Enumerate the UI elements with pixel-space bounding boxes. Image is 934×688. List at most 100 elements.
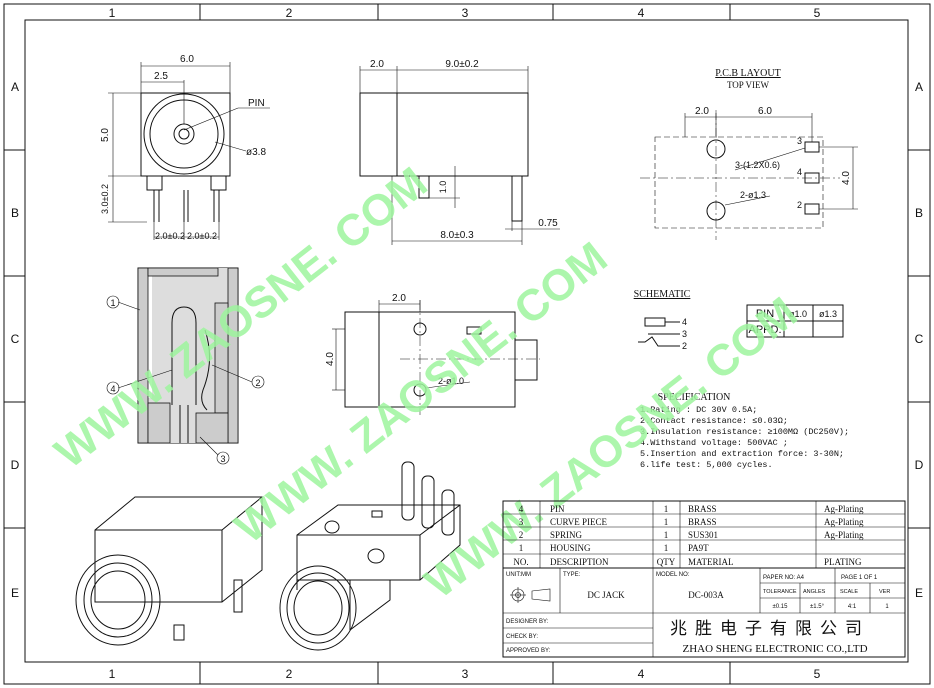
pcb-hole: 2-ø1.3 xyxy=(740,190,766,200)
bom-cell: 3 xyxy=(519,517,524,527)
bom-cell: Ag-Plating xyxy=(824,504,864,514)
bom-cell: 1 xyxy=(664,530,669,540)
bottom-dim-2: 4.0 xyxy=(325,352,336,366)
spec-title: SPECIFICATION xyxy=(658,392,731,403)
pin-label: PIN xyxy=(248,98,265,109)
row-label: C xyxy=(915,332,924,346)
bom-cell: SPRING xyxy=(550,530,583,540)
bom-cell: 1 xyxy=(664,504,669,514)
pin-table-header: PIN xyxy=(756,308,774,320)
col-label: 3 xyxy=(462,6,469,20)
title-block: UNIT:MM TYPE: DC JACK MODEL NO: DC-003A … xyxy=(502,567,906,658)
angles-label: ANGLES xyxy=(803,589,826,595)
schematic: SCHEMATIC 4 3 2 xyxy=(634,289,691,351)
pin-table-row-label: APPD. xyxy=(748,324,781,336)
pcb-pin: 4 xyxy=(797,167,802,177)
bom-cell: 1 xyxy=(664,543,669,553)
check-label: CHECK BY: xyxy=(506,634,538,640)
pin-table-header: ø1.0 xyxy=(789,309,807,319)
spec-item: 2.Contact resistance: ≤0.03Ω; xyxy=(640,416,788,426)
type-label: TYPE: xyxy=(563,572,581,578)
watermarks: WWW. ZAOSNE. COM WWW. ZAOSNE. COM WWW. Z… xyxy=(46,158,806,608)
pcb-slot: 3-(1.2X0.6) xyxy=(735,160,780,170)
col-label: 4 xyxy=(638,667,645,681)
model-label: MODEL NO: xyxy=(656,572,690,578)
dim-offset: 2.5 xyxy=(154,71,168,82)
zone-labels: 1 2 3 4 5 1 2 3 4 5 A B C D E A B C D E xyxy=(11,6,924,681)
bottom-view: 2.0 4.0 2-ø1.0 xyxy=(325,293,540,415)
schematic-pin: 4 xyxy=(682,317,687,327)
bom-header: MATERIAL xyxy=(688,557,734,567)
col-label: 2 xyxy=(286,667,293,681)
company-name-cn: 兆胜电子有限公司 xyxy=(670,619,870,638)
pin-table-header: ø1.3 xyxy=(819,309,837,319)
row-label: A xyxy=(11,80,19,94)
schematic-title: SCHEMATIC xyxy=(634,289,691,300)
row-label: E xyxy=(915,586,923,600)
spec-item: 6.life test: 5,000 cycles. xyxy=(640,460,773,470)
side-view: 2.0 9.0±0.2 1.0 8.0±0.3 0.75 xyxy=(359,59,560,245)
bom-cell: PA9T xyxy=(688,543,709,553)
row-label: B xyxy=(11,206,19,220)
bom-cell: Ag-Plating xyxy=(824,517,864,527)
col-label: 1 xyxy=(109,6,116,20)
bom-cell: HOUSING xyxy=(550,543,591,553)
dim-pitch: 2.0±0.2 xyxy=(187,231,217,241)
tolerance-label: TOLERANCE xyxy=(763,589,797,595)
company-name-en: ZHAO SHENG ELECTRONIC CO.,LTD xyxy=(682,643,867,655)
bottom-dim-1: 2.0 xyxy=(392,293,406,304)
bom-cell: Ag-Plating xyxy=(824,530,864,540)
dim-side-2: 9.0±0.2 xyxy=(445,59,479,70)
pcb-layout: P.C.B LAYOUT TOP VIEW 3 4 2 2.0 6.0 4.0 … xyxy=(640,68,858,240)
pcb-dim-1: 2.0 xyxy=(695,106,709,117)
col-label: 5 xyxy=(814,667,821,681)
model-value: DC-003A xyxy=(688,590,724,600)
spec-item: 3.Insulation resistance: ≥100MΩ (DC250V)… xyxy=(640,427,849,437)
dim-side-5: 0.75 xyxy=(538,218,558,229)
dim-side-4: 8.0±0.3 xyxy=(440,230,474,241)
section-view: 1 4 2 3 xyxy=(106,267,265,465)
row-label: E xyxy=(11,586,19,600)
pcb-dim-2: 6.0 xyxy=(758,106,772,117)
dim-leg: 3.0±0.2 xyxy=(100,184,110,214)
front-view: 6.0 2.5 5.0 3.0±0.2 2.0±0.2 2.0±0.2 PIN … xyxy=(100,54,270,241)
bom-cell: 4 xyxy=(519,504,524,514)
row-label: D xyxy=(915,458,924,472)
dim-width: 6.0 xyxy=(180,54,194,65)
col-label: 5 xyxy=(814,6,821,20)
drawing-frame xyxy=(3,3,931,685)
bottom-hole: 2-ø1.0 xyxy=(438,376,464,386)
callout: 1 xyxy=(110,298,115,308)
row-label: C xyxy=(11,332,20,346)
ver-value: 1 xyxy=(885,604,889,610)
dim-diameter: ø3.8 xyxy=(246,147,266,158)
projection-symbol xyxy=(510,587,551,603)
unit-label: UNIT:MM xyxy=(506,572,531,578)
callout: 2 xyxy=(255,378,260,388)
col-label: 1 xyxy=(109,667,116,681)
spec-item: 4.Withstand voltage: 500VAC ; xyxy=(640,438,788,448)
callout: 4 xyxy=(110,384,115,394)
pcb-title: P.C.B LAYOUT xyxy=(715,68,780,79)
approved-label: APPROVED BY: xyxy=(506,648,551,654)
schematic-pin: 2 xyxy=(682,341,687,351)
spec-item: 5.Insertion and extraction force: 3-30N; xyxy=(640,449,844,459)
bom-cell: BRASS xyxy=(688,517,717,527)
pcb-pin: 3 xyxy=(797,136,802,146)
designer-label: DESIGNER BY: xyxy=(506,619,549,625)
schematic-pin: 3 xyxy=(682,329,687,339)
dim-pitch: 2.0±0.2 xyxy=(155,231,185,241)
isometric-view-1 xyxy=(75,496,263,646)
bom-header: NO. xyxy=(513,557,528,567)
row-label: B xyxy=(915,206,923,220)
page-label: PAGE 1 OF 1 xyxy=(841,575,878,581)
paper-label: PAPER NO: A4 xyxy=(763,575,805,581)
bom-cell: 1 xyxy=(519,543,524,553)
dim-side-3: 1.0 xyxy=(438,181,448,194)
bom-cell: 2 xyxy=(519,530,524,540)
bom-cell: BRASS xyxy=(688,504,717,514)
row-label: D xyxy=(11,458,20,472)
isometric-view-2 xyxy=(279,461,461,651)
specification: SPECIFICATION 1.Rating : DC 30V 0.5A; 2.… xyxy=(640,392,849,470)
